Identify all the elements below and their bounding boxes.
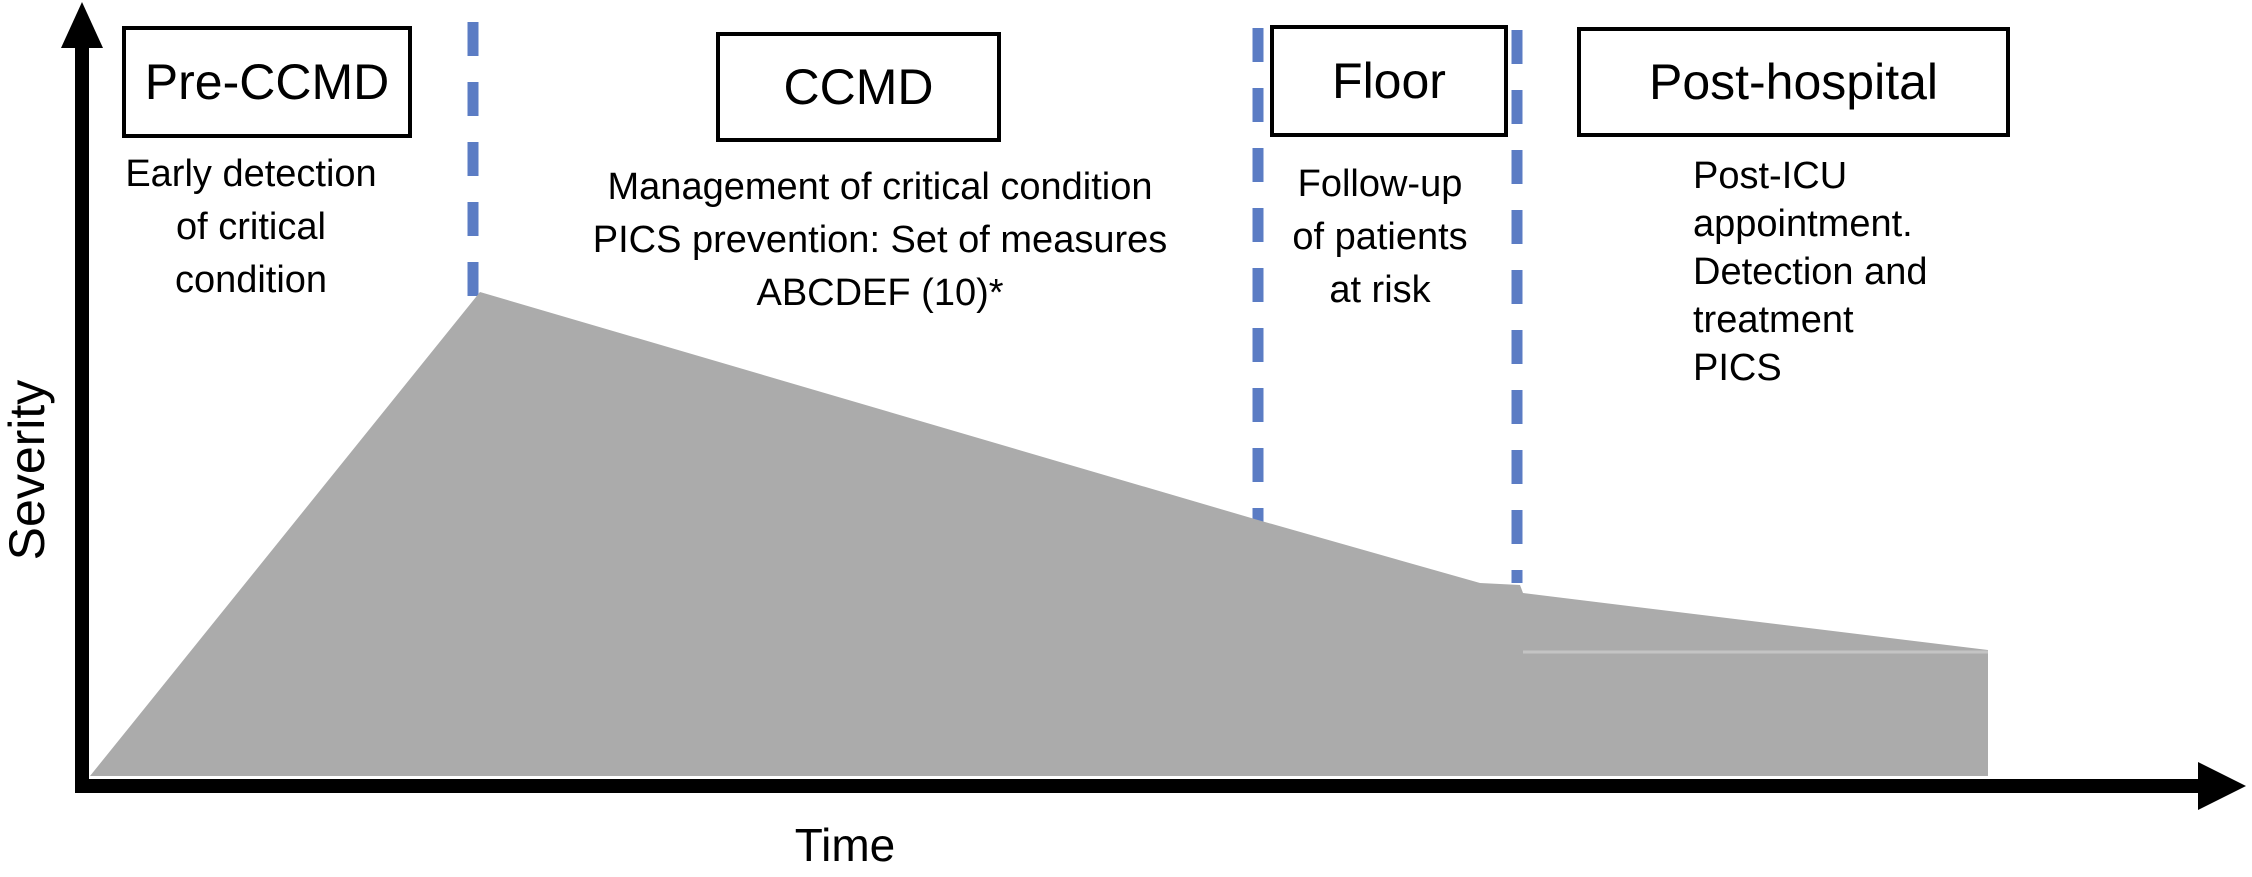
y-axis-arrowhead-icon <box>61 2 103 48</box>
phase-box-floor: Floor <box>1270 25 1508 137</box>
phase-description-floor: Follow-up of patients at risk <box>1292 163 1468 311</box>
phase-description-pre-ccmd: Early detection of critical condition <box>125 153 377 301</box>
phase-box-pre-ccmd: Pre-CCMD <box>122 26 412 138</box>
y-axis-label: Severity <box>0 379 55 561</box>
phase-box-ccmd: CCMD <box>716 32 1001 142</box>
phase-title: Floor <box>1332 53 1446 109</box>
phase-title: Pre-CCMD <box>144 54 390 110</box>
phase-title: Post-hospital <box>1648 54 1939 110</box>
phase-title: CCMD <box>783 59 934 115</box>
phase-description-post-hospital: Post-ICU appointment. Detection and trea… <box>1693 155 1928 389</box>
phase-description-ccmd: Management of critical condition PICS pr… <box>592 166 1168 314</box>
x-axis-label: Time <box>794 819 896 871</box>
phase-box-post-hospital: Post-hospital <box>1577 27 2010 137</box>
severity-area <box>90 292 1988 776</box>
x-axis-arrowhead-icon <box>2198 762 2246 810</box>
